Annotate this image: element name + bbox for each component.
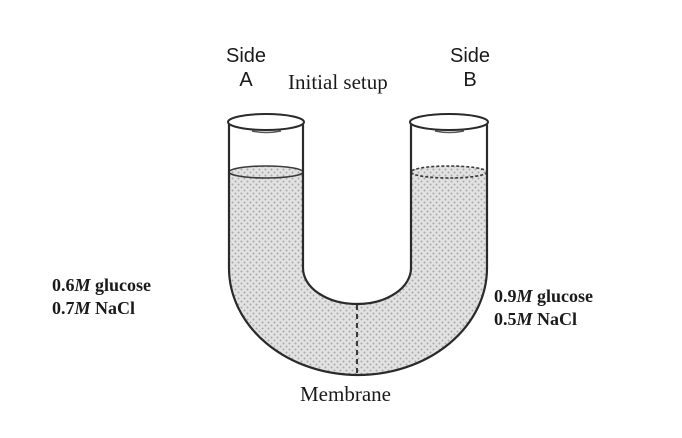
side-b-rim [409,113,489,131]
side-a-label: Side A [216,44,276,92]
side-a-rim [227,113,305,131]
side-a-meniscus [228,165,304,179]
side-a-nacl: 0.7M NaCl [52,298,136,318]
diagram-title: Initial setup [288,70,388,94]
side-b-label-line2: B [463,69,477,91]
side-a-solution: 0.6M glucose 0.7M NaCl [52,274,151,320]
side-b-label-line1: Side [449,45,491,67]
solution-fill [229,172,487,376]
side-a-label-line2: A [239,69,253,91]
side-b-glucose: 0.9M glucose [494,286,594,306]
side-b-solution: 0.9M glucose 0.5M NaCl [494,285,593,331]
side-b-label: Side B [440,44,500,92]
side-b-meniscus [410,165,488,179]
u-tube-inner-wall [301,124,413,306]
membrane-label: Membrane [300,382,391,406]
u-tube-outer-wall [227,124,489,377]
side-a-glucose: 0.6M glucose [52,275,152,295]
side-b-nacl: 0.5M NaCl [494,309,578,329]
side-a-label-line1: Side [225,45,267,67]
